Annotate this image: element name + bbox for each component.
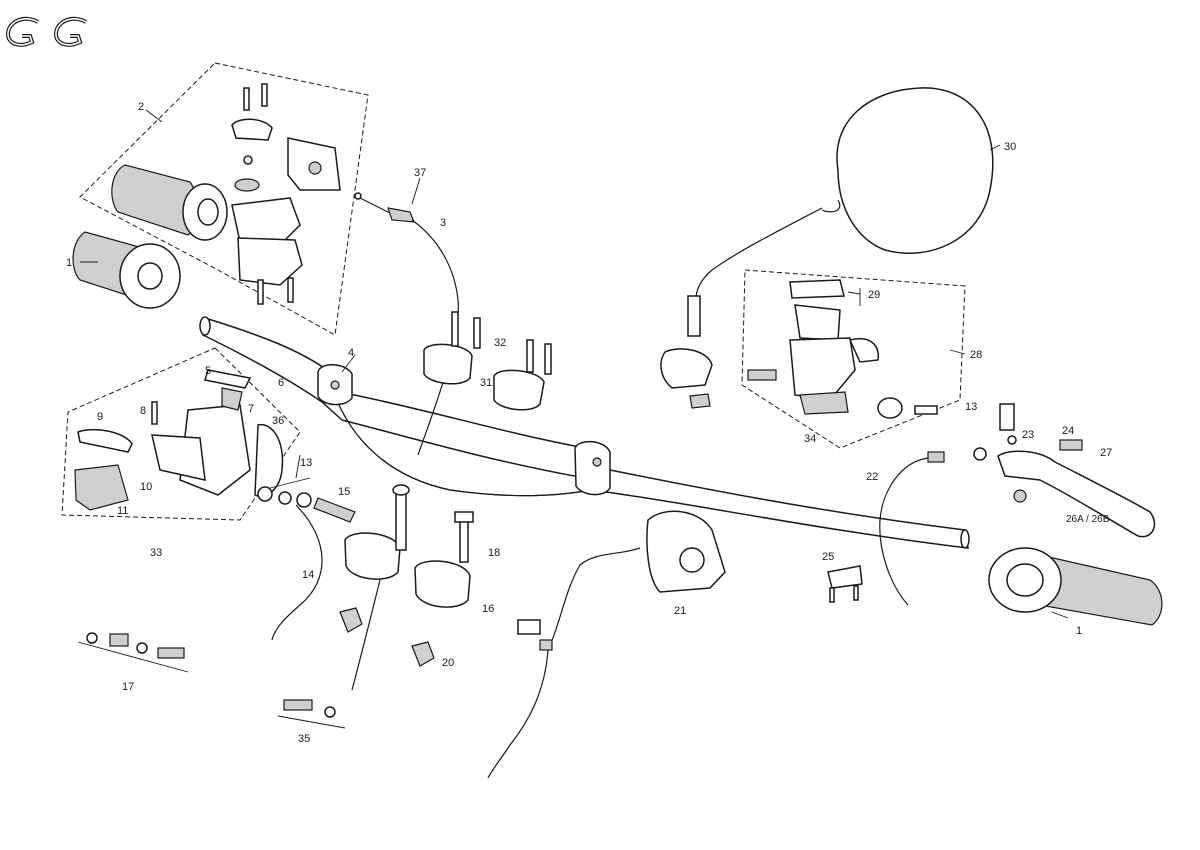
master-cylinder-left <box>61 347 301 521</box>
callout-bolt-18: 18 <box>488 547 500 559</box>
callout-washer-13-right: 13 <box>965 401 977 413</box>
callout-nut-20: 20 <box>442 657 454 669</box>
callout-clamp-36: 36 <box>272 415 284 427</box>
handlebar <box>199 316 970 549</box>
callout-switch-right: 21 <box>674 605 686 617</box>
washers-13-left <box>257 486 356 523</box>
callout-pump-body: 34 <box>804 433 816 445</box>
brake-hose-22 <box>879 451 945 606</box>
brake-lever <box>997 403 1156 538</box>
master-cylinder-right <box>741 269 966 449</box>
callout-cable-end-37: 37 <box>414 167 426 179</box>
grip-left <box>72 231 181 309</box>
callout-hose-14: 14 <box>302 569 314 581</box>
fitting-kit-17 <box>77 632 189 673</box>
callout-grip-left: 1 <box>66 257 72 269</box>
washer-13-right <box>973 447 987 461</box>
brand-logo: GG <box>5 16 87 51</box>
riser-upper <box>423 343 545 411</box>
callout-handlebar: 4 <box>348 347 354 359</box>
callout-screw-23: 23 <box>1022 429 1034 441</box>
bolt-long <box>392 484 410 551</box>
mirror <box>660 87 994 409</box>
callout-grip-right: 1 <box>1076 625 1082 637</box>
callout-mirror: 30 <box>1004 141 1016 153</box>
throttle-assembly <box>79 62 369 336</box>
fitting-kit-35 <box>277 699 346 729</box>
callout-banjo-15: 15 <box>338 486 350 498</box>
callout-spring-27: 27 <box>1100 447 1112 459</box>
callout-pump-cover: 5 <box>205 365 211 377</box>
brand-logo-text: GG <box>46 45 56 51</box>
callout-bolt-24: 24 <box>1062 425 1074 437</box>
throttle-cable <box>354 192 459 456</box>
callout-brake-hose-22: 22 <box>866 471 878 483</box>
callout-master-cylinder-right: 28 <box>970 349 982 361</box>
callout-lever-left: 9 <box>97 411 103 423</box>
callout-riser-lower: 16 <box>482 603 494 615</box>
callout-diaphragm: 6 <box>278 377 284 389</box>
callout-bolts-32: 32 <box>494 337 506 349</box>
bolts-32 <box>451 311 552 375</box>
callout-switch-left: 11 <box>117 505 128 517</box>
callout-washer-13-left: 13 <box>300 457 312 469</box>
callout-reservoir-cap: 29 <box>868 289 880 301</box>
clip-25 <box>827 565 863 603</box>
callout-brake-lever: 26A / 26B <box>1066 514 1110 525</box>
callout-master-cylinder-left: 33 <box>150 547 162 559</box>
riser-lower <box>344 532 471 608</box>
callout-throttle-cable: 3 <box>440 217 446 229</box>
grip-right <box>988 547 1163 626</box>
callout-fitting-kit-35: 35 <box>298 733 310 745</box>
cable-secondary <box>351 579 381 691</box>
bolt-18 <box>454 511 474 563</box>
callout-throttle-assembly: 2 <box>138 101 144 113</box>
callout-pin-10: 10 <box>140 481 152 493</box>
callout-fitting-kit-17: 17 <box>122 681 134 693</box>
hose-14 <box>271 504 323 641</box>
callout-riser-upper: 31 <box>480 377 492 389</box>
callout-clip-25: 25 <box>822 551 834 563</box>
leader-lines <box>80 109 1069 619</box>
callouts: 1 1 2 3 4 5 6 7 8 9 10 11 13 13 14 15 16… <box>66 101 1112 745</box>
callout-bolt-8: 8 <box>140 405 146 417</box>
switch-right <box>487 510 726 779</box>
callout-cap-plate: 7 <box>248 403 254 415</box>
nuts-20 <box>339 607 435 667</box>
